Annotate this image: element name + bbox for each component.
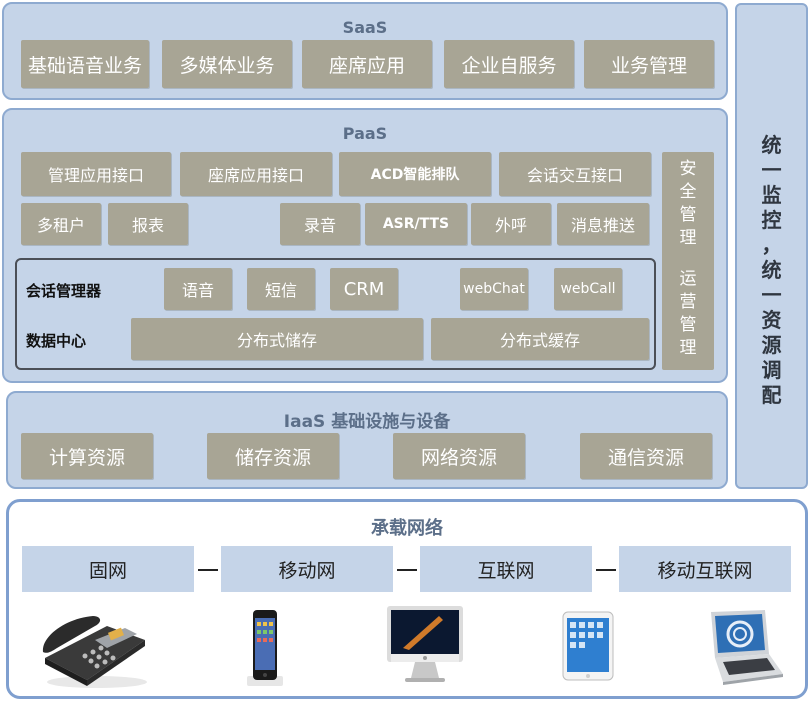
- desktop-computer-icon: [387, 606, 463, 682]
- side-char: 统: [761, 258, 782, 282]
- smartphone-icon: [247, 610, 283, 686]
- paas-agent-app-interface[interactable]: 座席应用接口: [180, 152, 332, 196]
- security-char-1: 安: [679, 159, 697, 179]
- laptop-icon: [711, 610, 783, 685]
- paas-multi-tenant[interactable]: 多租户: [21, 203, 101, 245]
- paas-outbound[interactable]: 外呼: [471, 203, 551, 245]
- unified-monitoring-text: 统 一 监 控 ， 统 一 资 源 调 配: [737, 133, 806, 408]
- net-connector: [596, 569, 616, 571]
- data-distributed-storage[interactable]: 分布式储存: [131, 318, 423, 360]
- iaas-compute[interactable]: 计算资源: [21, 433, 153, 479]
- paas-session-interface[interactable]: 会话交互接口: [499, 152, 651, 196]
- paas-layer: PaaS 管理应用接口 座席应用接口 ACD智能排队 会话交互接口 多租户 报表…: [2, 108, 728, 383]
- side-char: 资: [761, 308, 782, 332]
- saas-item-agent-app[interactable]: 座席应用: [302, 40, 432, 88]
- iaas-network[interactable]: 网络资源: [393, 433, 525, 479]
- session-sms[interactable]: 短信: [247, 268, 315, 310]
- security-char-2: 全: [679, 182, 697, 202]
- paas-acd-queue[interactable]: ACD智能排队: [339, 152, 491, 196]
- side-char: 一: [761, 158, 782, 182]
- net-mobile-internet[interactable]: 移动互联网: [619, 546, 791, 592]
- session-webchat[interactable]: webChat: [460, 268, 528, 310]
- side-char: 一: [761, 283, 782, 307]
- paas-push[interactable]: 消息推送: [557, 203, 649, 245]
- session-voice[interactable]: 语音: [164, 268, 232, 310]
- ops-char-1: 运: [679, 269, 697, 289]
- security-char-3: 管: [679, 205, 697, 225]
- saas-item-multimedia[interactable]: 多媒体业务: [162, 40, 292, 88]
- data-distributed-cache[interactable]: 分布式缓存: [431, 318, 649, 360]
- net-fixed-line[interactable]: 固网: [22, 546, 194, 592]
- paas-title: PaaS: [342, 124, 388, 143]
- saas-title: SaaS: [342, 18, 388, 37]
- net-connector: [397, 569, 417, 571]
- unified-monitoring-panel: 统 一 监 控 ， 统 一 资 源 调 配: [735, 3, 808, 489]
- net-mobile[interactable]: 移动网: [221, 546, 393, 592]
- side-char: 源: [761, 333, 782, 357]
- saas-item-basic-voice[interactable]: 基础语音业务: [21, 40, 149, 88]
- paas-asr-tts[interactable]: ASR/TTS: [365, 203, 467, 245]
- net-internet[interactable]: 互联网: [420, 546, 592, 592]
- saas-item-enterprise-self-service[interactable]: 企业自服务: [444, 40, 574, 88]
- net-connector: [198, 569, 218, 571]
- paas-reports[interactable]: 报表: [108, 203, 188, 245]
- ops-char-2: 营: [679, 292, 697, 312]
- ops-char-3: 管: [679, 315, 697, 335]
- ops-char-4: 理: [679, 338, 697, 358]
- iaas-storage[interactable]: 储存资源: [207, 433, 339, 479]
- session-data-panel: [15, 258, 656, 370]
- side-char: 控: [761, 208, 782, 232]
- side-char: 调: [761, 358, 782, 382]
- paas-recording[interactable]: 录音: [280, 203, 360, 245]
- iaas-title: IaaS 基础设施与设备: [283, 412, 451, 432]
- iaas-layer: IaaS 基础设施与设备 计算资源 储存资源 网络资源 通信资源: [6, 391, 728, 489]
- paas-security-ops-management[interactable]: 安 全 管 理 运 营 管 理: [662, 152, 714, 370]
- side-char: 配: [761, 383, 782, 407]
- session-webcall[interactable]: webCall: [554, 268, 622, 310]
- session-manager-label: 会话管理器: [26, 282, 102, 300]
- paas-mgmt-app-interface[interactable]: 管理应用接口: [21, 152, 171, 196]
- saas-item-business-management[interactable]: 业务管理: [584, 40, 714, 88]
- bearer-network-panel: 承载网络 固网 移动网 互联网 移动互联网: [6, 499, 808, 699]
- bearer-network-title: 承载网络: [371, 518, 443, 539]
- desk-phone-icon: [42, 616, 147, 688]
- security-char-4: 理: [679, 228, 697, 248]
- session-crm[interactable]: CRM: [330, 268, 398, 310]
- tablet-icon: [562, 611, 614, 681]
- side-char: ，: [761, 233, 782, 257]
- data-center-label: 数据中心: [26, 332, 87, 350]
- iaas-communication[interactable]: 通信资源: [580, 433, 712, 479]
- side-char: 统: [761, 133, 782, 157]
- saas-layer: SaaS 基础语音业务 多媒体业务 座席应用 企业自服务 业务管理: [2, 2, 728, 100]
- side-char: 监: [761, 183, 782, 207]
